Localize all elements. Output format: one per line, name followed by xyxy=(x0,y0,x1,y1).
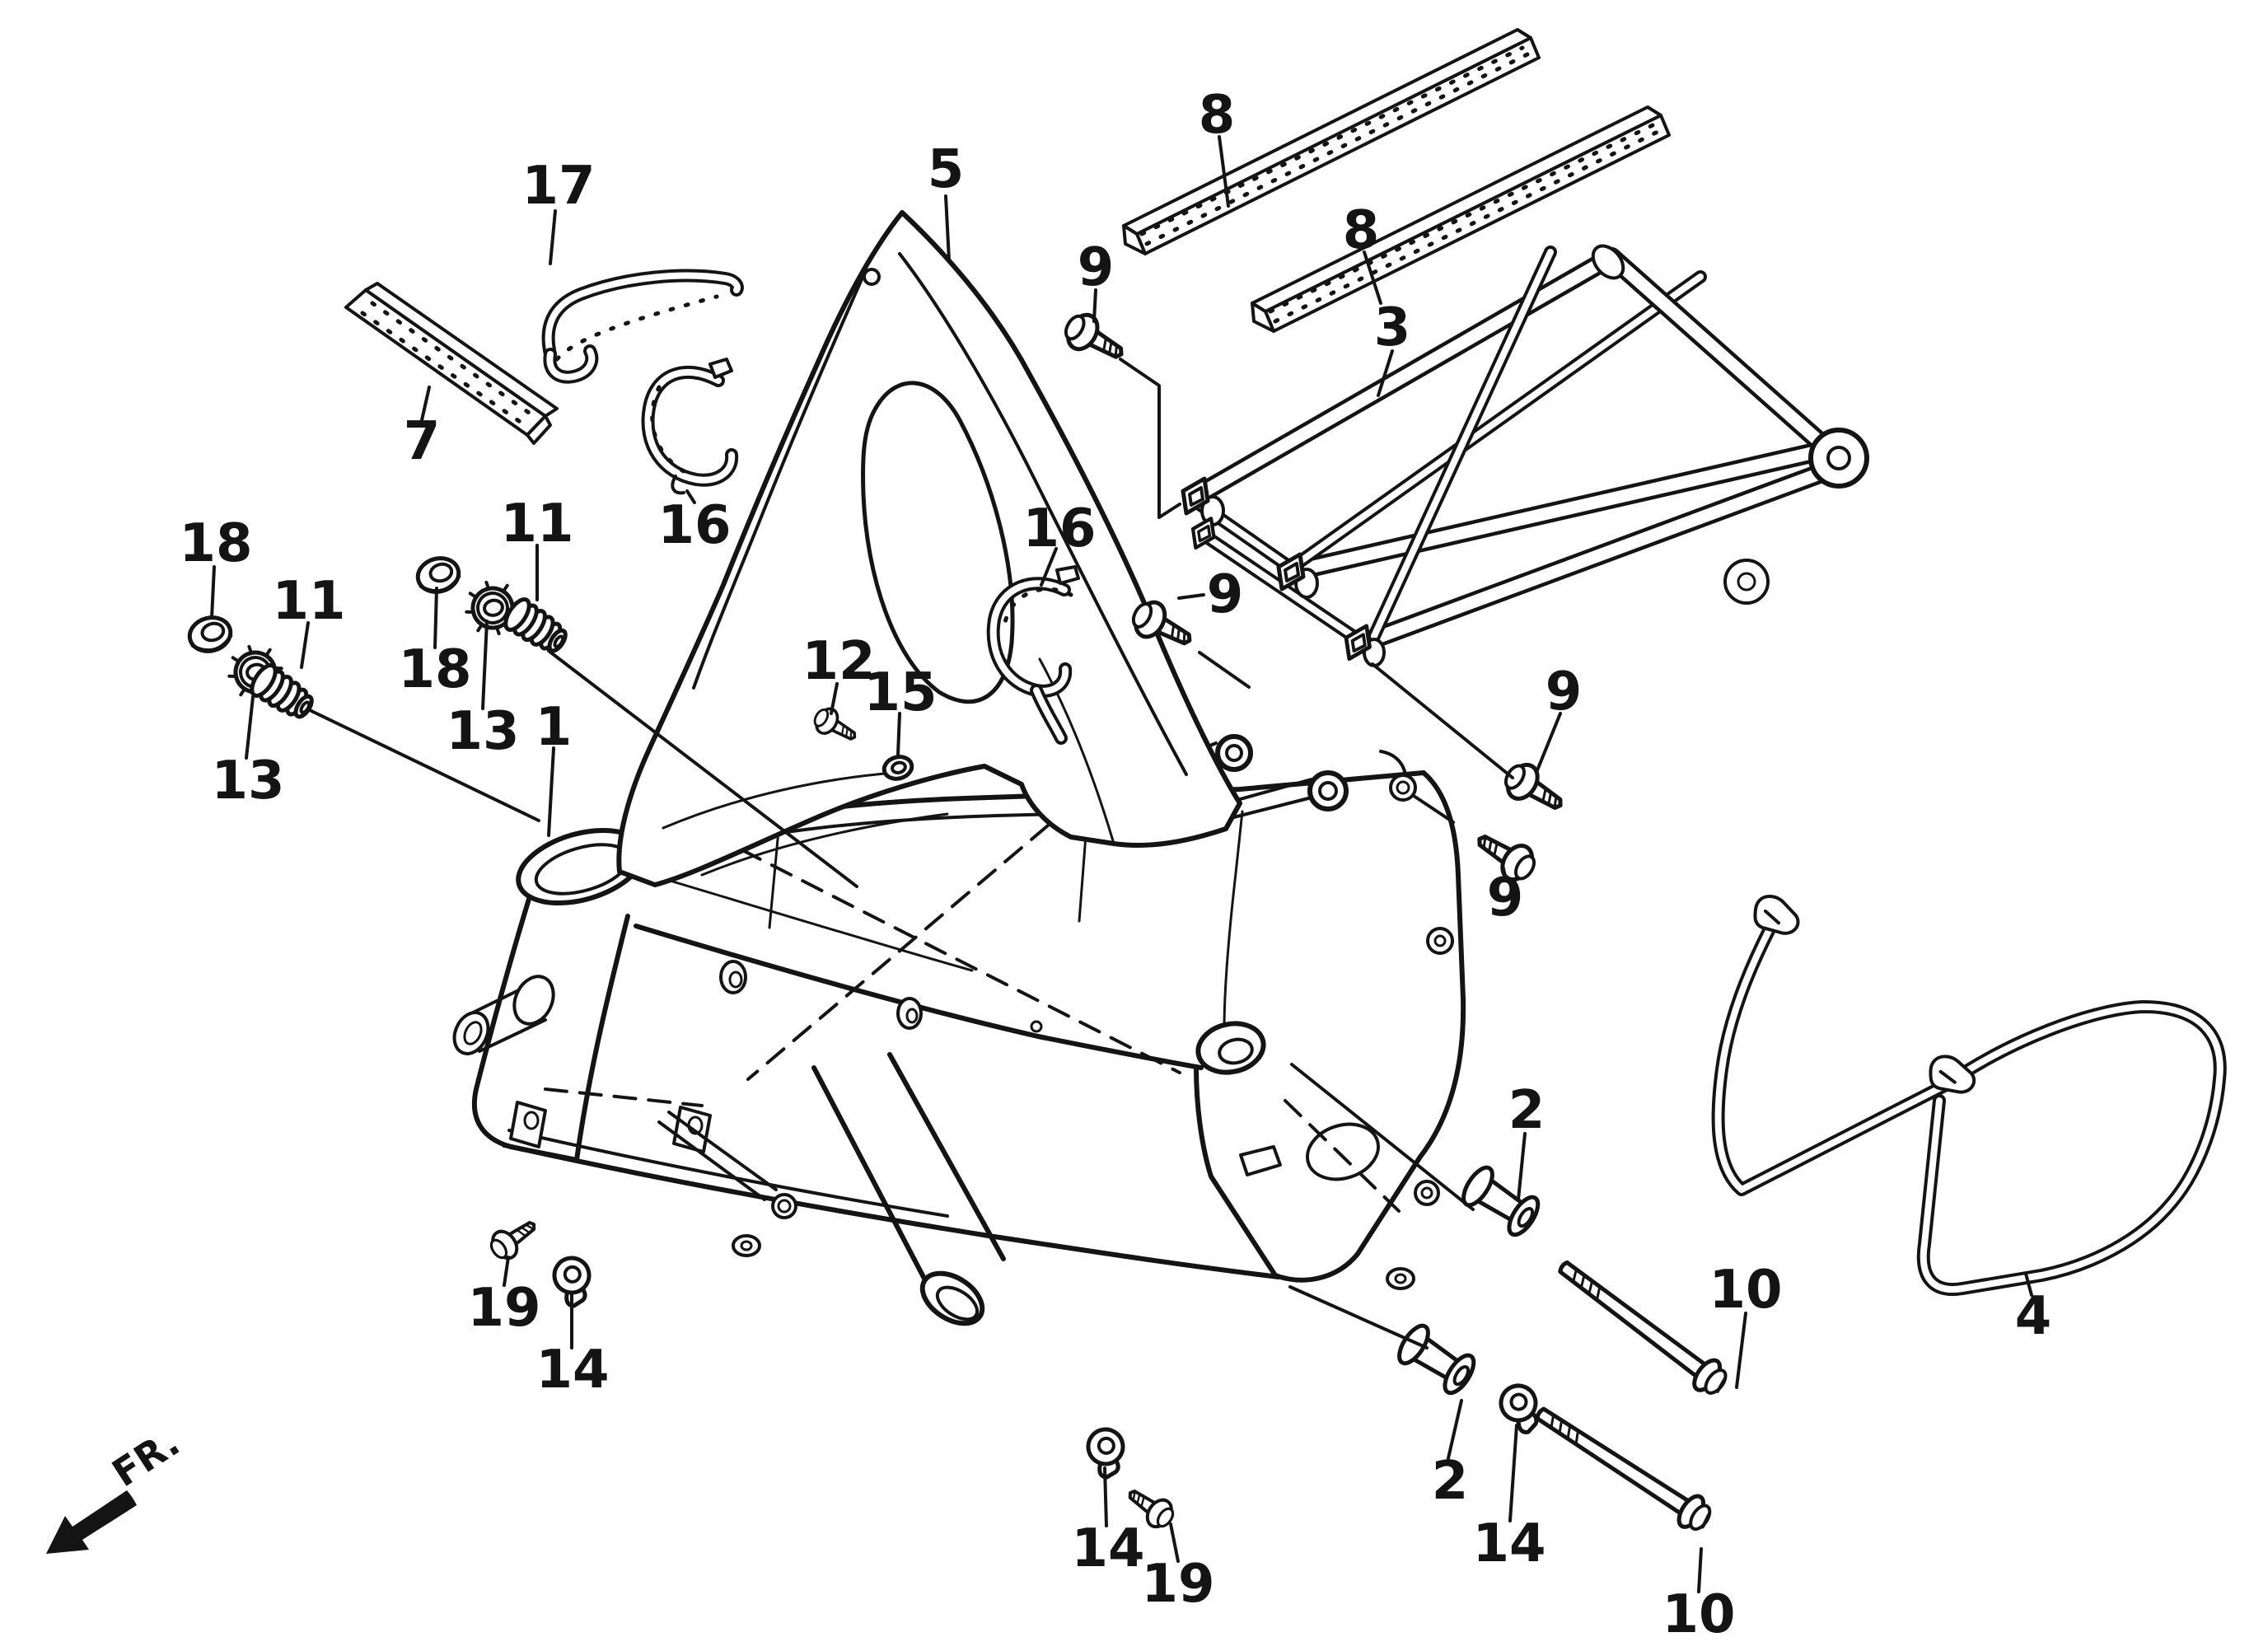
callout-9-4: 9 xyxy=(1078,237,1115,298)
callout-13-13: 13 xyxy=(446,701,519,762)
leader-line-13 xyxy=(245,695,255,760)
callout-3-5: 3 xyxy=(1374,297,1411,358)
seal-strip-8-lower xyxy=(1251,105,1671,333)
leader-line-8 xyxy=(1218,135,1230,208)
rear-subframe xyxy=(1183,244,1869,667)
collar-2-upper xyxy=(1458,1163,1544,1240)
fr-label: FR. xyxy=(105,1420,188,1496)
leader-line-2 xyxy=(1288,1285,1429,1349)
leader-line-15 xyxy=(896,712,901,756)
callout-1-15: 1 xyxy=(535,697,573,758)
wire-band-16-lower xyxy=(986,565,1080,745)
callout-12-16: 12 xyxy=(802,631,875,692)
callout-11-10: 11 xyxy=(272,571,345,632)
leader-line-9 xyxy=(1092,288,1097,323)
leader-line-1 xyxy=(547,746,555,837)
leader-line-12 xyxy=(830,682,839,715)
leader-line-3 xyxy=(1377,349,1394,397)
callout-18-12: 18 xyxy=(398,639,471,700)
callout-11-14: 11 xyxy=(500,493,573,554)
leader-line-14 xyxy=(1103,1466,1108,1527)
callout-13-11: 13 xyxy=(211,751,284,811)
leader-line-9 xyxy=(1371,662,1514,779)
leader-line-9 xyxy=(1412,794,1455,824)
callout-15-17: 15 xyxy=(863,662,937,723)
leader-line-2 xyxy=(1447,1399,1463,1460)
bolt-19-left xyxy=(485,1213,542,1265)
collar-2-lower xyxy=(1394,1321,1480,1398)
leader-line-11 xyxy=(547,649,858,888)
long-bolt-10-lower xyxy=(1530,1398,1716,1536)
callout-19-27: 19 xyxy=(1141,1554,1214,1615)
seal-strip-7 xyxy=(344,282,559,445)
cap-nut-18-right xyxy=(414,554,463,596)
callout-16-6: 16 xyxy=(657,495,731,556)
leader-line-9 xyxy=(1536,712,1562,772)
callout-10-22: 10 xyxy=(1709,1260,1782,1321)
callout-9-19: 9 xyxy=(1546,662,1583,723)
fr-arrow-icon xyxy=(46,1490,137,1554)
callout-14-29: 14 xyxy=(1472,1513,1546,1574)
leader-line-10 xyxy=(1697,1547,1703,1593)
callout-16-7: 16 xyxy=(1022,498,1096,559)
wire-band-16-upper xyxy=(641,358,739,495)
leader-line-9 xyxy=(1198,651,1251,689)
callout-2-28: 2 xyxy=(1432,1451,1469,1512)
leader-line-19 xyxy=(1169,1522,1180,1563)
leader-line-11 xyxy=(308,709,540,822)
wire-band-17 xyxy=(541,269,744,384)
callout-8-2: 8 xyxy=(1199,85,1236,146)
callout-9-20: 9 xyxy=(1487,868,1524,928)
leader-line-2 xyxy=(1517,1132,1527,1201)
leader-line-18 xyxy=(210,565,216,620)
stand-pipe xyxy=(1711,895,2227,1296)
callout-14-25: 14 xyxy=(535,1340,609,1401)
leader-line-8 xyxy=(1363,250,1382,305)
leader-line-9 xyxy=(1501,863,1507,878)
leader-line-16 xyxy=(1040,547,1058,587)
callout-4-23: 4 xyxy=(2015,1286,2052,1347)
leader-line-11 xyxy=(300,621,310,669)
long-bolt-10-upper xyxy=(1552,1252,1733,1400)
callout-7-8: 7 xyxy=(404,411,441,472)
leader-line-14 xyxy=(1508,1424,1518,1522)
leader-line-7 xyxy=(420,386,431,422)
leader-line-13 xyxy=(481,620,489,710)
leader-line-16 xyxy=(685,489,696,504)
callout-18-9: 18 xyxy=(179,513,252,574)
callout-9-18: 9 xyxy=(1207,564,1244,625)
engine-mount-stub xyxy=(452,975,555,1055)
callout-2-21: 2 xyxy=(1508,1080,1546,1141)
callout-14-26: 14 xyxy=(1071,1518,1144,1579)
leader-line-2 xyxy=(1290,1063,1475,1211)
leader-line-17 xyxy=(549,209,557,265)
callout-10-30: 10 xyxy=(1662,1584,1735,1645)
callout-19-24: 19 xyxy=(467,1278,540,1339)
leader-line-10 xyxy=(1735,1312,1747,1389)
eyelet-14-right xyxy=(1495,1380,1547,1438)
leader-line-19 xyxy=(503,1256,510,1287)
leader-line-5 xyxy=(944,194,951,262)
leader-line-18 xyxy=(433,587,438,649)
callout-17-0: 17 xyxy=(521,156,595,217)
leader-line-4 xyxy=(2024,1272,2033,1297)
cap-nut-18-left xyxy=(186,613,235,656)
cowl-guard xyxy=(616,210,1242,887)
bolt-9-right xyxy=(1499,758,1570,821)
front-direction-indicator: FR. xyxy=(46,1420,187,1554)
callout-5-1: 5 xyxy=(928,139,965,200)
main-frame xyxy=(452,734,1466,1326)
leader-line-9 xyxy=(1119,358,1181,519)
callout-8-3: 8 xyxy=(1343,200,1380,261)
leader-line-9 xyxy=(1177,593,1205,600)
